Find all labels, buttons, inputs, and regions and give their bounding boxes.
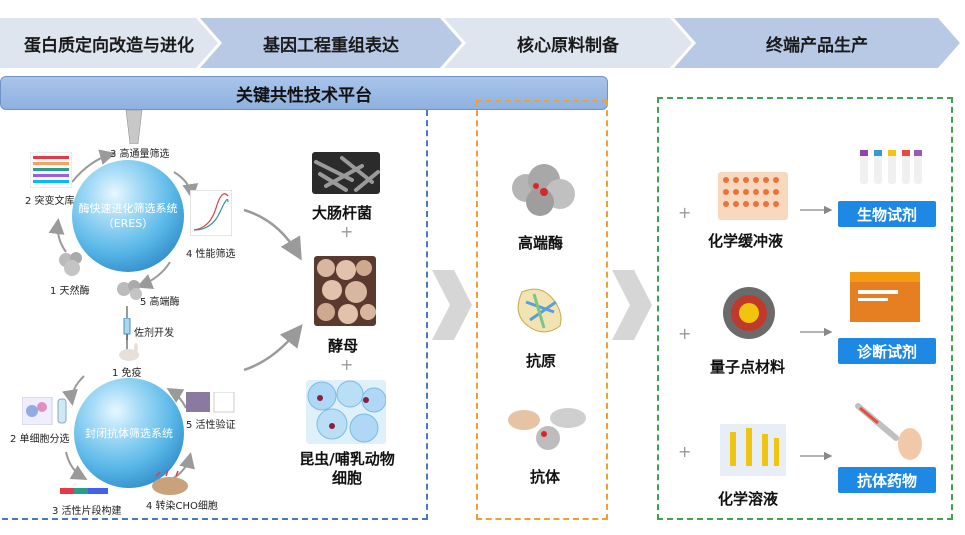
- stage-2-label: 基因工程重组表达: [263, 35, 399, 56]
- chemical-solution-image: [720, 424, 786, 476]
- screening-plate-icon: [125, 110, 143, 144]
- eres-step-1: 1 天然酶: [50, 286, 90, 297]
- product-bio-reagent: 生物试剂: [838, 201, 936, 227]
- host-mammalian: 昆虫/哺乳动物 细胞: [299, 450, 395, 487]
- input-buffer: 化学缓冲液: [708, 232, 784, 250]
- cell-sorting-icon: [22, 397, 67, 425]
- material-enzyme: 高端酶: [518, 234, 564, 252]
- antibody-sphere: 封闭抗体筛选系统: [74, 378, 184, 488]
- mutation-library-icon: [30, 152, 72, 188]
- antibody-system-label: 封闭抗体筛选系统: [85, 426, 173, 440]
- antibody-step-3: 3 活性片段构建: [52, 506, 122, 517]
- products-panel: [657, 97, 953, 520]
- stage-4: 终端产品生产: [674, 18, 960, 68]
- product-arrows: [800, 205, 833, 460]
- cycle-arrow: [136, 261, 171, 289]
- host-yeast: 酵母: [328, 337, 359, 355]
- high-end-enzyme-icon: [117, 280, 142, 300]
- plus-icon: +: [340, 355, 354, 374]
- antibody-step-4: 4 转染CHO细胞: [146, 501, 218, 512]
- enzyme-structure-image: [512, 164, 575, 216]
- natural-enzyme-icon: [59, 252, 82, 276]
- antigen-structure-image: [517, 288, 562, 333]
- antibody-step-2: 2 单细胞分选: [10, 434, 70, 445]
- mammalian-cell-image: [306, 380, 386, 444]
- product-antibody-drug: 抗体药物: [838, 467, 936, 493]
- syringe-icon: [123, 318, 131, 340]
- host-ecoli: 大肠杆菌: [312, 204, 373, 222]
- stage-3: 核心原料制备: [444, 18, 692, 68]
- system-to-host-arrows: [243, 208, 303, 372]
- eres-step-2: 2 突变文库: [25, 196, 75, 207]
- reagent-tubes-image: [860, 150, 922, 184]
- adjuvant-label: 佐剂开发: [134, 328, 174, 339]
- flow-chevron: [432, 270, 472, 340]
- cycle-arrow: [166, 387, 187, 409]
- stage-2-shape: [200, 18, 462, 68]
- quantum-dot-image: [723, 287, 775, 339]
- stage-3-shape: [444, 18, 692, 68]
- cycle-arrow: [62, 375, 85, 406]
- performance-chart-icon: [190, 190, 232, 236]
- stage-1-shape: [0, 18, 218, 68]
- antibody-step-5: 5 活性验证: [186, 420, 236, 431]
- cycle-arrow: [48, 218, 67, 253]
- plus-icon: +: [340, 222, 354, 241]
- stage-4-label: 终端产品生产: [766, 35, 868, 56]
- stage-3-label: 核心原料制备: [517, 35, 619, 56]
- platform-panel: [2, 110, 428, 520]
- cycle-arrow: [71, 149, 116, 183]
- eres-step-3: 3 高通量筛选: [110, 149, 170, 160]
- immunize-label: 1 免疫: [112, 368, 142, 379]
- eres-step-5: 5 高端酶: [140, 297, 180, 308]
- stage-1-label: 蛋白质定向改造与进化: [24, 35, 194, 56]
- plus-icon: +: [678, 442, 692, 461]
- material-antigen: 抗原: [526, 352, 557, 370]
- cycle-arrow: [65, 451, 88, 480]
- activity-test-icon: [186, 392, 235, 413]
- diagnostic-kit-image: [850, 272, 920, 322]
- platform-title: 关键共性技术平台: [0, 76, 608, 110]
- buffer-plate-image: [718, 172, 788, 220]
- input-chemical-solution: 化学溶液: [718, 490, 779, 508]
- rabbit-icon: [119, 343, 139, 361]
- cycle-arrows: [48, 149, 199, 481]
- fragment-construct-icon: [60, 488, 108, 494]
- plus-icon: +: [678, 324, 692, 343]
- antibody-drug-image: [852, 396, 926, 460]
- plus-icon: +: [678, 203, 692, 222]
- product-diagnostic-reagent: 诊断试剂: [838, 338, 936, 364]
- materials-panel: [476, 100, 608, 520]
- ecoli-image: [312, 152, 380, 194]
- material-antibody: 抗体: [530, 468, 561, 486]
- stage-1: 蛋白质定向改造与进化: [0, 18, 218, 68]
- cho-cell-icon: [152, 470, 188, 495]
- stage-4-shape: [674, 18, 960, 68]
- eres-label: 酶快速进化筛选系统 （ERES）: [78, 202, 178, 230]
- stage-2: 基因工程重组表达: [200, 18, 462, 68]
- eres-step-4: 4 性能筛选: [186, 249, 236, 260]
- antibody-structure-image: [508, 408, 586, 450]
- flow-chevron: [612, 270, 652, 340]
- input-quantum-dot: 量子点材料: [710, 358, 786, 376]
- eres-sphere: 酶快速进化筛选系统 （ERES）: [72, 160, 184, 272]
- yeast-image: [314, 256, 376, 326]
